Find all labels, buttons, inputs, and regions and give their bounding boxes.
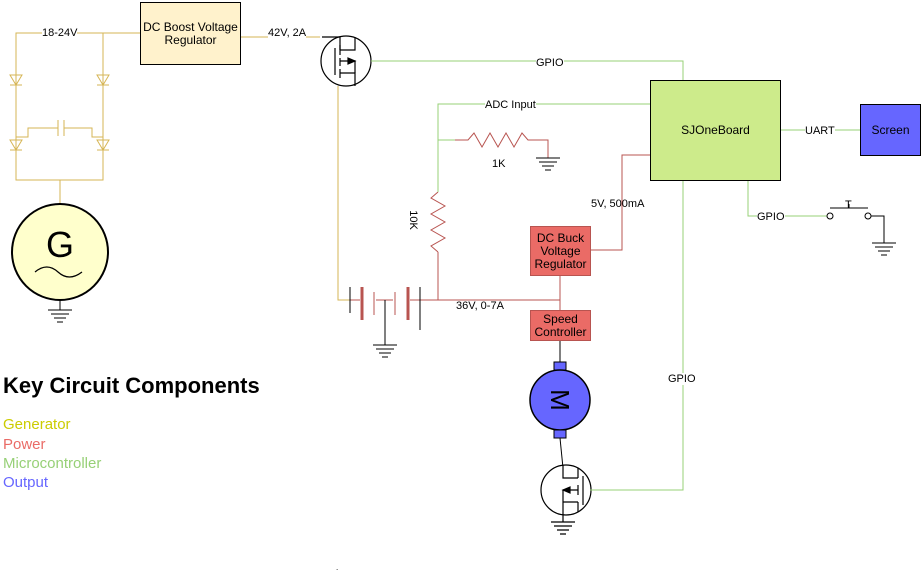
motor-symbol: M [545,389,575,411]
speed-controller-label: Speed Controller [534,311,587,339]
gpio-switch-label: GPIO [757,211,785,223]
bottom-mosfet [540,464,592,535]
motor [529,340,591,469]
buck-output-label: 5V, 500mA [591,198,645,210]
gen-voltage-label: 18-24V [42,27,78,39]
generator [11,203,109,323]
generator-symbol: G [45,224,74,265]
screen-label: Screen [871,122,910,137]
gpio-motor-label: GPIO [668,373,696,385]
gpio-top-label: GPIO [536,57,564,69]
resistor-1k-label: 1K [492,158,506,170]
adc-input-label: ADC Input [485,99,536,111]
screen-box: Screen [860,104,921,156]
legend-output: Output [3,474,49,491]
boost-regulator-label: DC Boost Voltage Regulator [143,19,238,47]
buck-regulator-box: DC Buck Voltage Regulator [530,226,591,276]
top-mosfet [320,35,372,87]
buck-regulator-label: DC Buck Voltage Regulator [534,230,587,271]
legend-title: Key Circuit Components [3,373,260,398]
switch-t-label: T [845,199,852,211]
legend-microcontroller: Microcontroller [3,455,102,472]
push-switch [826,204,896,256]
boost-output-label: 42V, 2A [268,27,307,39]
battery-label: 36V, 0-7A [456,300,504,312]
sjoneboard-box: SJOneBoard [650,80,781,181]
legend-power: Power [3,436,46,453]
uart-label: UART [805,125,835,137]
battery [349,287,560,358]
bridge-rectifier [9,32,140,205]
legend-generator: Generator [3,416,71,433]
boost-regulator-box: DC Boost Voltage Regulator [140,2,241,65]
speed-controller-box: Speed Controller [530,310,591,341]
sjoneboard-label: SJOneBoard [681,123,750,137]
svg-text:.: . [336,563,338,572]
resistor-10k-label: 10K [406,210,419,230]
